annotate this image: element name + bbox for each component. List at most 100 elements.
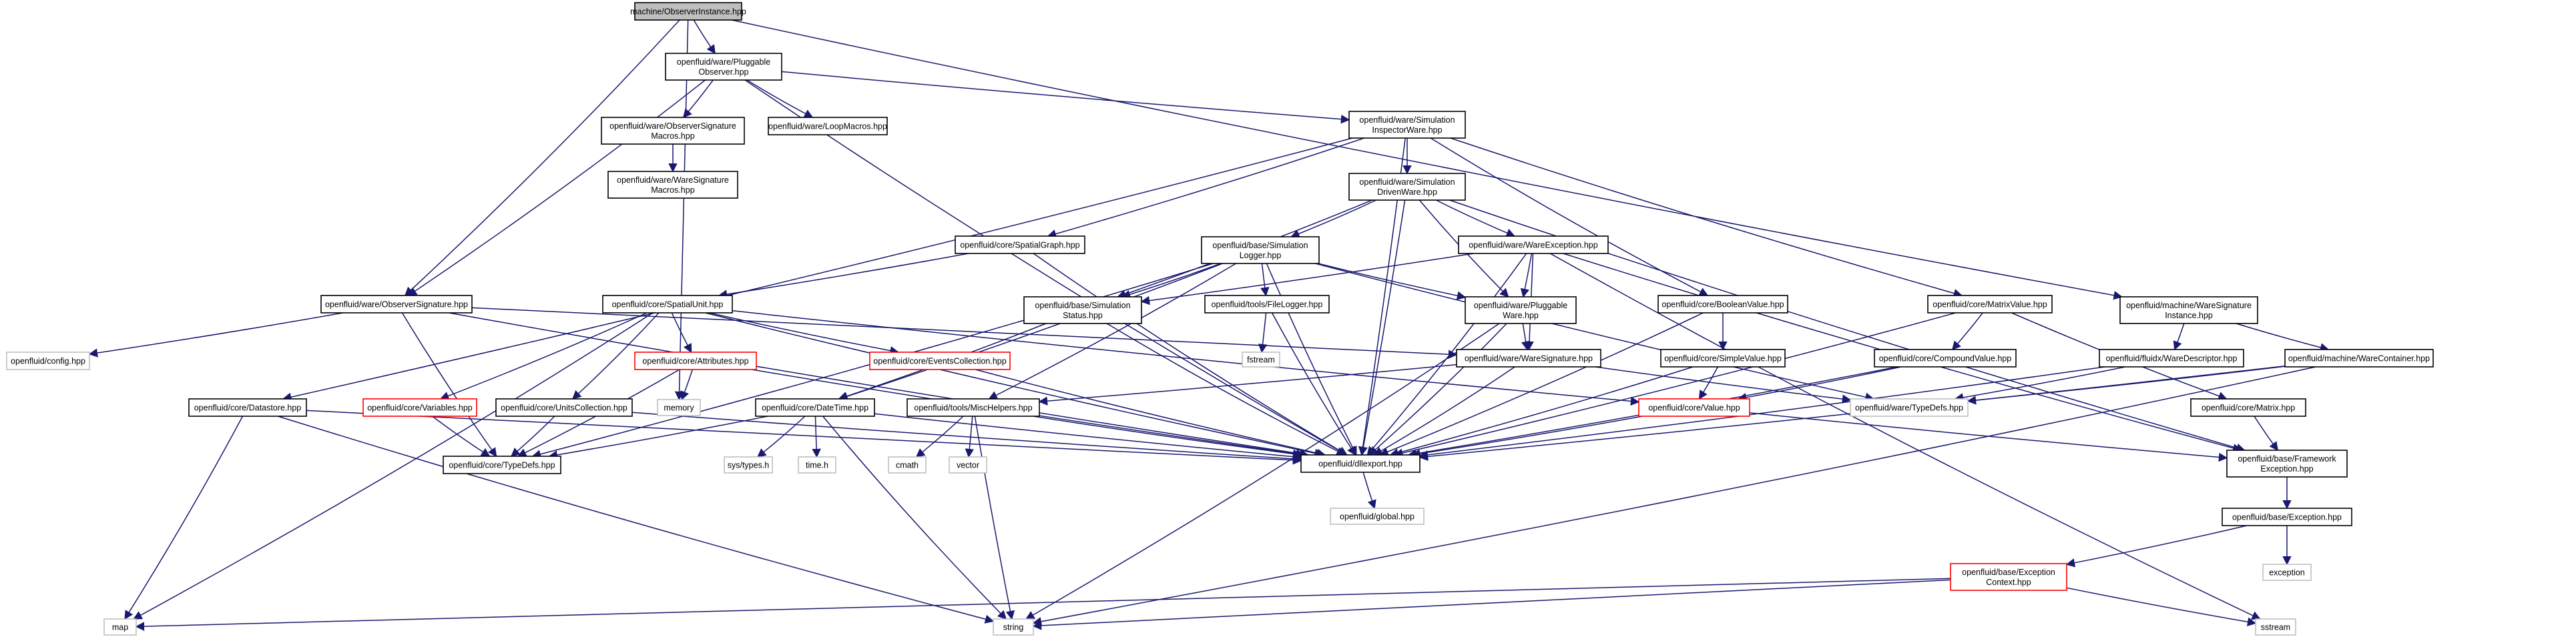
node-compoundvalue[interactable]: openfluid/core/CompoundValue.hpp	[1874, 349, 2017, 368]
node-waresiginstance[interactable]: openfluid/machine/WareSignatureInstance.…	[2119, 296, 2258, 324]
node-coretypedefs[interactable]: openfluid/core/TypeDefs.hpp	[443, 456, 561, 474]
node-warecontainer[interactable]: openfluid/machine/WareContainer.hpp	[2284, 349, 2434, 368]
node-mischelpers[interactable]: openfluid/tools/MiscHelpers.hpp	[907, 398, 1040, 417]
edge-simlogger-to-pluggableware	[1318, 263, 1467, 300]
edge-spatialunit-to-attributes	[671, 312, 692, 354]
edge-simplevalue-to-value	[1698, 366, 1719, 400]
node-datastore[interactable]: openfluid/core/Datastore.hpp	[188, 398, 307, 417]
edge-dllexport-to-global	[1362, 472, 1376, 510]
node-loopmacros[interactable]: openfluid/ware/LoopMacros.hpp	[768, 117, 888, 135]
edge-matrix-to-frameworkexception	[2254, 416, 2279, 452]
node-string-box	[993, 618, 1034, 636]
node-spatialgraph-label-line-0: openfluid/core/SpatialGraph.hpp	[960, 241, 1079, 250]
node-unitscollection-label-line-0: openfluid/core/UnitsCollection.hpp	[501, 404, 627, 413]
edge-siminspectorware-to-matrixvalue	[1450, 137, 1963, 298]
node-unitscollection[interactable]: openfluid/core/UnitsCollection.hpp	[495, 398, 633, 417]
edge-simlogger-to-filelogger	[1260, 263, 1270, 297]
edge-datetime-to-timeh	[812, 416, 821, 458]
node-filelogger[interactable]: openfluid/tools/FileLogger.hpp	[1204, 295, 1330, 313]
node-waresignature[interactable]: openfluid/ware/WareSignature.hpp	[1456, 349, 1601, 368]
node-simplevalue-label-line-0: openfluid/core/SimpleValue.hpp	[1664, 354, 1782, 364]
edge-exceptioncontext-to-string	[1032, 579, 1951, 630]
node-timeh: time.h	[798, 456, 836, 474]
node-waresignature-box	[1456, 349, 1601, 368]
node-pluggableware-label-line-0: openfluid/ware/Pluggable	[1474, 301, 1567, 310]
node-root[interactable]: machine/ObserverInstance.hpp	[630, 2, 746, 21]
node-vector-label-line-0: vector	[957, 461, 979, 470]
node-eventscollection[interactable]: openfluid/core/EventsCollection.hpp	[869, 352, 1011, 370]
node-memory-box	[657, 399, 701, 416]
node-unitscollection-box	[495, 398, 633, 417]
edge-siminspectorware-to-booleanvalue	[1430, 137, 1709, 296]
node-frameworkexception-box	[2226, 450, 2348, 478]
edge-filelogger-to-fstream	[1258, 312, 1268, 354]
edge-filelogger-to-dllexport	[1271, 312, 1356, 456]
edge-observersignature-to-coretypedefs	[401, 312, 497, 458]
node-baseexception[interactable]: openfluid/base/Exception.hpp	[2222, 508, 2352, 526]
edge-unitscollection-to-coretypedefs	[511, 416, 555, 457]
node-simplevalue[interactable]: openfluid/core/SimpleValue.hpp	[1660, 349, 1786, 368]
node-datetime[interactable]: openfluid/core/DateTime.hpp	[755, 398, 875, 417]
node-exception: exception	[2262, 564, 2312, 581]
node-spatialgraph[interactable]: openfluid/core/SpatialGraph.hpp	[955, 235, 1085, 254]
node-datastore-label-line-0: openfluid/core/Datastore.hpp	[194, 404, 302, 413]
node-frameworkexception-label-line-0: openfluid/base/Framework	[2238, 454, 2336, 464]
node-global: openfluid/global.hpp	[1330, 508, 1425, 525]
node-timeh-label-line-0: time.h	[806, 461, 828, 470]
edge-simdrivenware-to-simlogger	[1290, 199, 1377, 238]
node-pluggableobserver-label-line-0: openfluid/ware/Pluggable	[677, 57, 770, 67]
node-siminspectorware[interactable]: openfluid/ware/SimulationInspectorWare.h…	[1348, 111, 1466, 139]
edge-booleanvalue-to-dllexport	[1379, 312, 1704, 456]
node-booleanvalue[interactable]: openfluid/core/BooleanValue.hpp	[1657, 295, 1788, 313]
edge-datetime-to-dllexport	[874, 413, 1302, 462]
node-matrix-label-line-0: openfluid/core/Matrix.hpp	[2202, 404, 2295, 413]
node-filelogger-box	[1204, 295, 1330, 313]
node-value[interactable]: openfluid/core/Value.hpp	[1638, 398, 1750, 417]
node-value-label-line-0: openfluid/core/Value.hpp	[1648, 404, 1740, 413]
node-matrix[interactable]: openfluid/core/Matrix.hpp	[2190, 398, 2306, 417]
edge-pluggableobserver-to-observersignature	[407, 79, 706, 296]
edge-datetime-to-coretypedefs	[548, 416, 768, 460]
node-matrixvalue-label-line-0: openfluid/core/MatrixValue.hpp	[1933, 300, 2047, 309]
edge-wareexception-to-sstream	[1549, 253, 2261, 620]
node-matrix-box	[2190, 398, 2306, 417]
edge-pluggableware-to-string	[1025, 323, 1500, 620]
node-observersignature[interactable]: openfluid/ware/ObserverSignature.hpp	[320, 295, 473, 313]
node-waredescriptor[interactable]: openfluid/fluidx/WareDescriptor.hpp	[2099, 349, 2244, 368]
node-attributes[interactable]: openfluid/core/Attributes.hpp	[634, 352, 757, 370]
node-map-box	[103, 618, 137, 636]
node-string-label-line-0: string	[1003, 623, 1024, 632]
node-observersigmacros[interactable]: openfluid/ware/ObserverSignatureMacros.h…	[601, 117, 745, 145]
edge-variables-to-coretypedefs	[432, 416, 491, 457]
node-variables[interactable]: openfluid/core/Variables.hpp	[362, 398, 477, 417]
edge-simdrivenware-to-dllexport	[1358, 199, 1406, 456]
node-wareexception[interactable]: openfluid/ware/WareException.hpp	[1458, 235, 1609, 254]
node-matrixvalue[interactable]: openfluid/core/MatrixValue.hpp	[1927, 295, 2053, 313]
node-memory-label-line-0: memory	[664, 404, 694, 413]
edge-waresiginstance-to-warecontainer	[2236, 323, 2330, 352]
edge-simplevalue-to-dllexport	[1389, 366, 1694, 458]
edge-mischelpers-to-vector	[965, 416, 975, 458]
edge-eventscollection-to-dllexport	[975, 369, 1326, 458]
edge-wareexception-to-simstatus	[1140, 253, 1474, 305]
node-sstream-label-line-0: sstream	[2261, 623, 2290, 632]
node-dllexport[interactable]: openfluid/dllexport.hpp	[1300, 454, 1421, 473]
edge-simstatus-to-dllexport	[1106, 323, 1346, 456]
node-spatialunit[interactable]: openfluid/core/SpatialUnit.hpp	[602, 295, 733, 313]
node-simstatus-label-line-0: openfluid/base/Simulation	[1035, 301, 1130, 310]
node-string: string	[993, 618, 1034, 636]
node-global-label-line-0: openfluid/global.hpp	[1340, 512, 1414, 522]
edge-siminspectorware-to-datastore	[282, 137, 1353, 402]
node-sstream-box	[2255, 618, 2296, 636]
node-mischelpers-box	[907, 398, 1040, 417]
edge-simlogger-to-datetime	[838, 263, 1223, 401]
